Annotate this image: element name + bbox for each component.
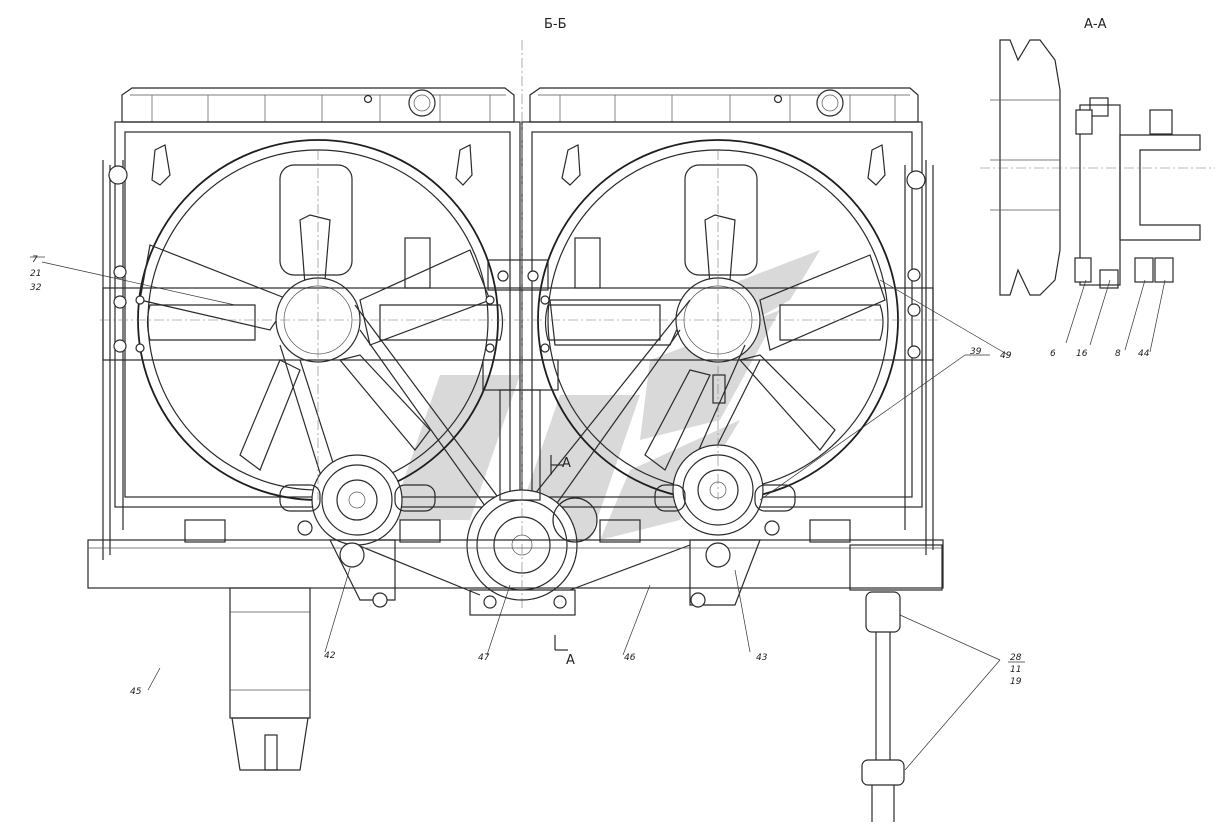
lower-cylinder: [229, 587, 311, 771]
axis-lines: [100, 40, 940, 610]
section-markers: [550, 455, 568, 651]
callout-42: 42: [324, 651, 336, 661]
callout-28: 28: [1010, 653, 1022, 663]
view-mark-top: А: [562, 456, 571, 471]
callout-43: 43: [756, 653, 768, 663]
left-radiator-tank: [121, 87, 515, 123]
frame-bolts: [113, 265, 921, 359]
right-radiator-tank: [529, 87, 919, 123]
callout-8: 8: [1115, 349, 1121, 359]
callout-49: 49: [1000, 351, 1012, 361]
section-title-aa: А-А: [1084, 17, 1107, 32]
cross-beam: [102, 287, 934, 361]
mount-brackets: [108, 144, 926, 291]
callout-45: 45: [130, 687, 142, 697]
callout-7: 7: [32, 255, 38, 265]
callout-47: 47: [478, 653, 490, 663]
section-title-bb: Б-Б: [544, 17, 567, 32]
callout-19: 19: [1010, 677, 1022, 687]
left-tensioner-pulley: [279, 454, 436, 546]
base-beam: [87, 519, 944, 608]
leader-lines: [30, 256, 1166, 771]
callout-39: 39: [970, 347, 982, 357]
tie-rod: [861, 591, 905, 822]
callout-16: 16: [1076, 349, 1088, 359]
section-aa-detail: [980, 39, 1215, 296]
callout-44: 44: [1138, 349, 1150, 359]
callout-21: 21: [30, 269, 41, 279]
view-mark-bottom: А: [566, 653, 575, 668]
callout-32: 32: [30, 283, 42, 293]
callout-46: 46: [624, 653, 636, 663]
callout-6: 6: [1050, 349, 1056, 359]
callout-11: 11: [1010, 665, 1021, 675]
